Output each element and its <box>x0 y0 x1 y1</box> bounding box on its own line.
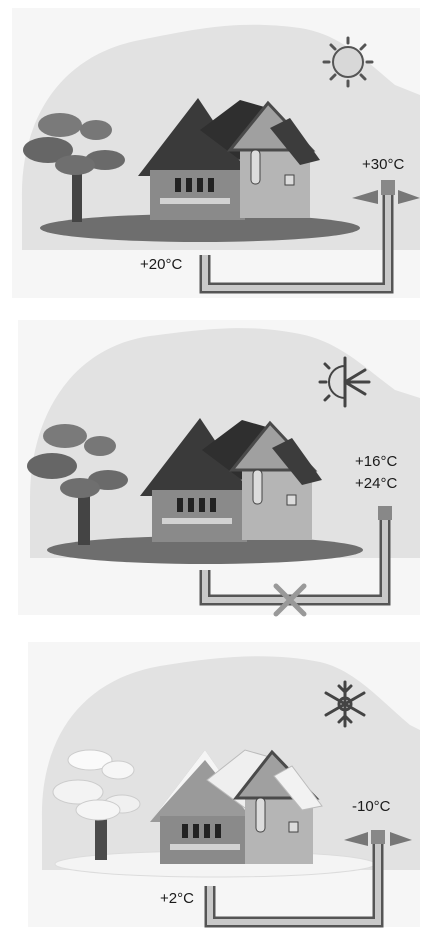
ground-temp-label: +20°C <box>140 256 182 273</box>
air-intake-cap <box>378 506 392 520</box>
air-intake-cap <box>381 180 395 195</box>
winter-panel: -10°C +2°C <box>0 640 427 931</box>
outdoor-temp-label: -10°C <box>352 798 391 815</box>
outdoor-temp-label: +30°C <box>362 156 404 173</box>
air-intake-cap <box>371 830 385 844</box>
outdoor-temp-high-label: +24°C <box>355 475 397 492</box>
ground-temp-label: +2°C <box>160 890 194 907</box>
outdoor-temp-low-label: +16°C <box>355 453 397 470</box>
spring-autumn-panel: +16°C +24°C <box>0 318 427 618</box>
summer-panel: +30°C +20°C <box>0 0 427 305</box>
